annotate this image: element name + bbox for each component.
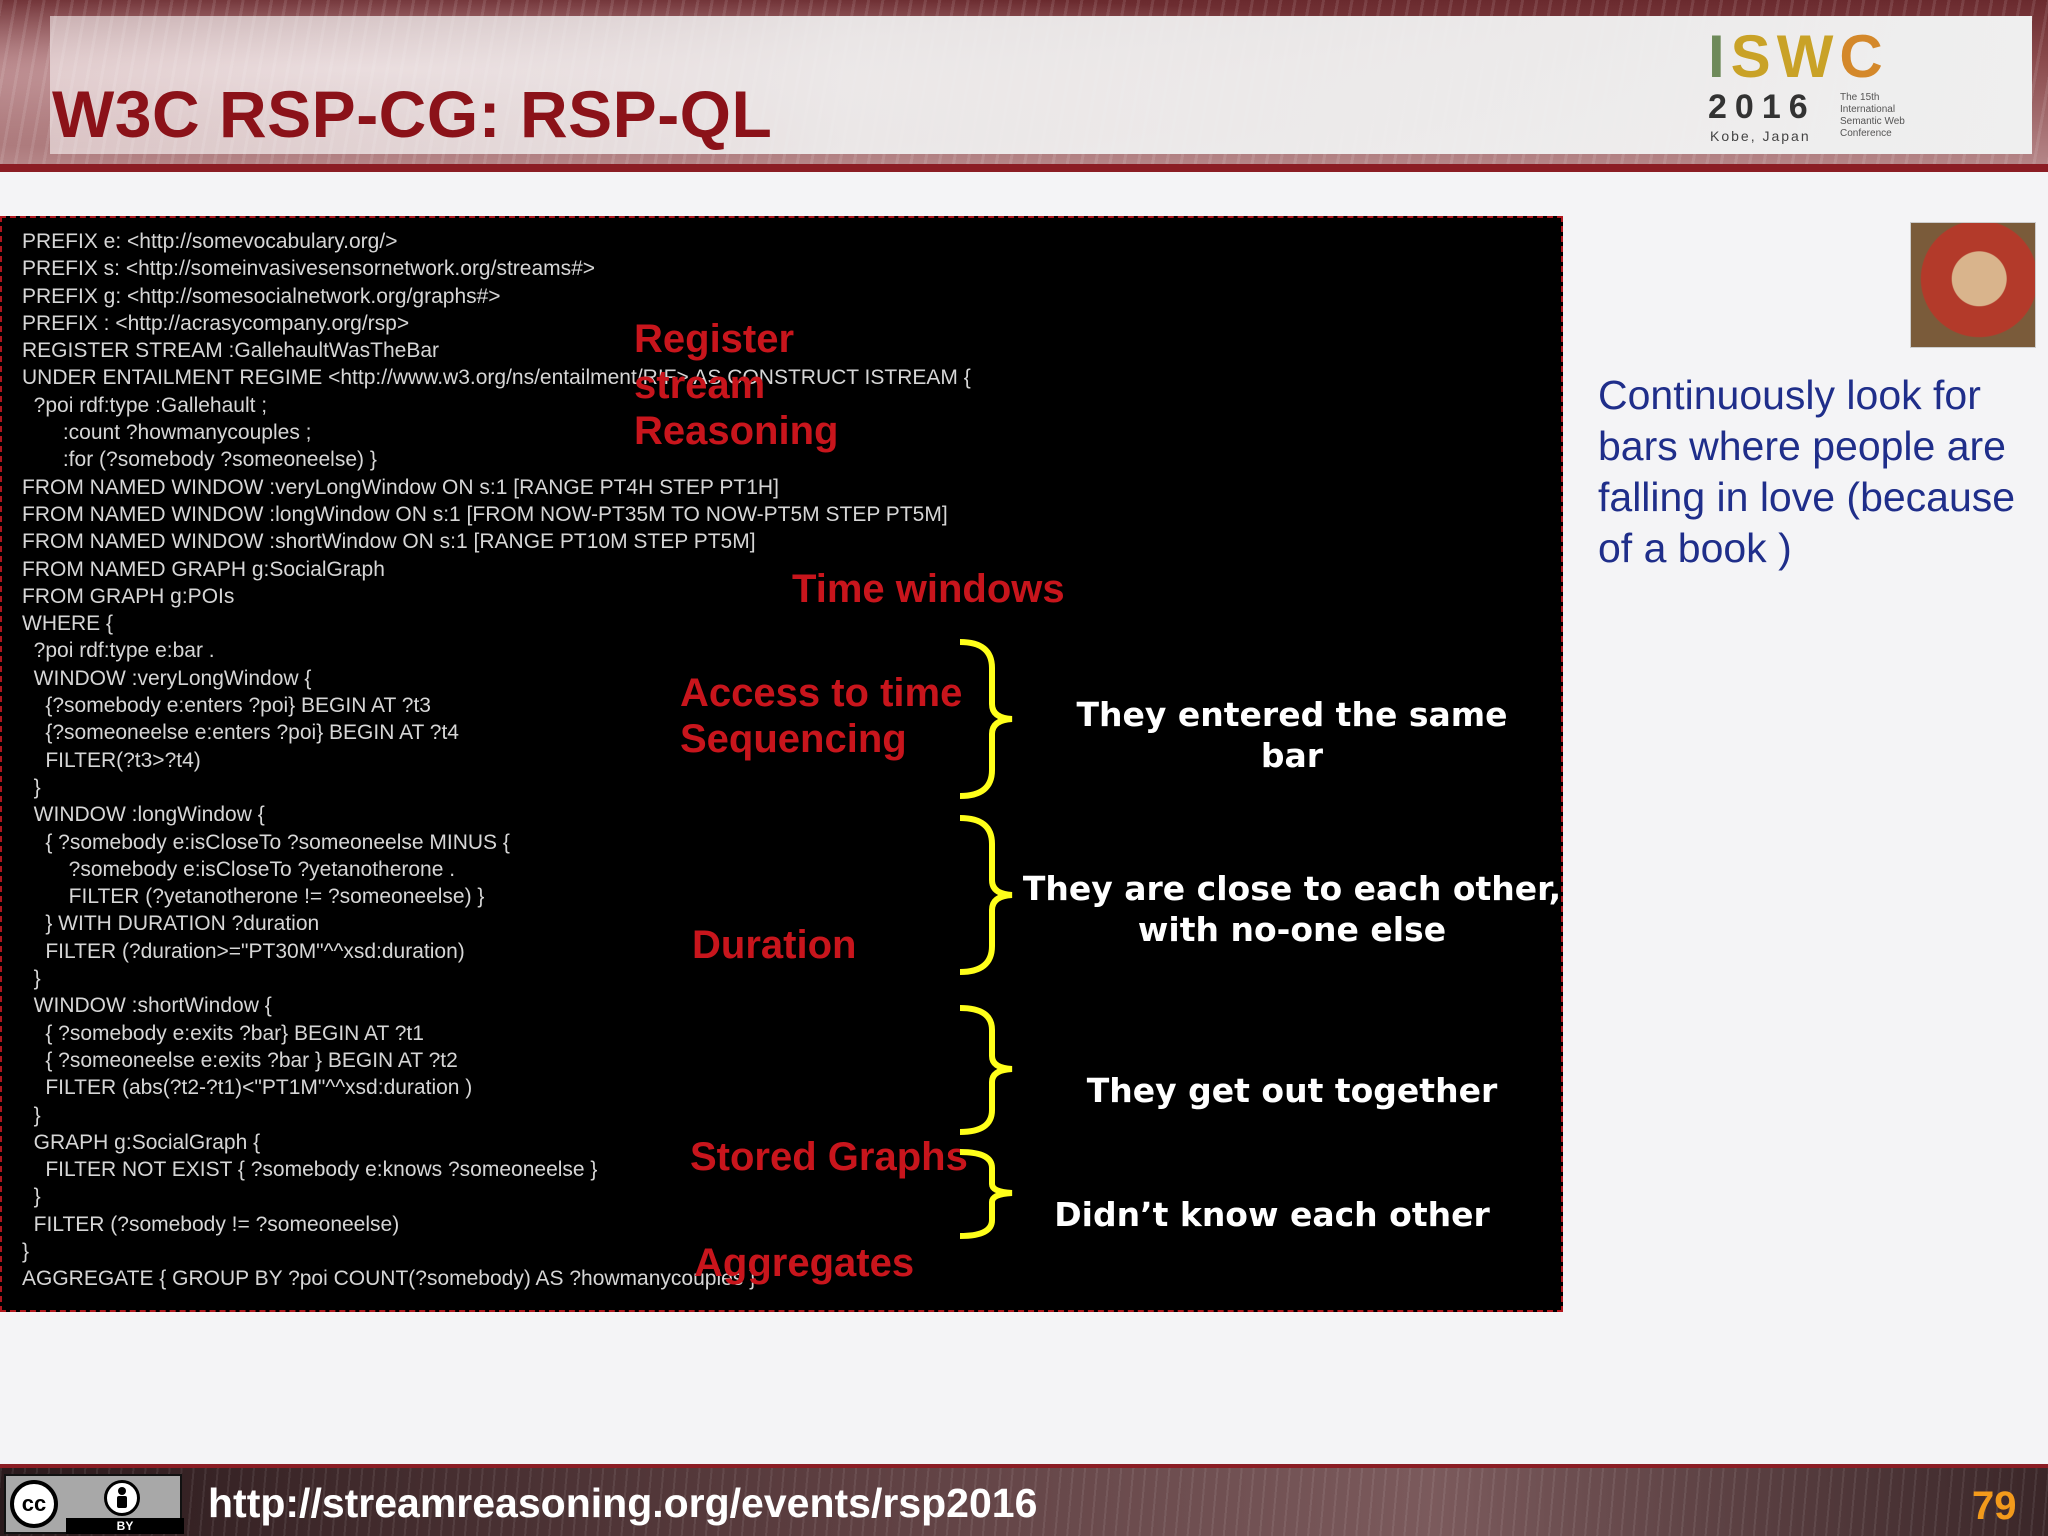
header-divider: [0, 164, 2048, 172]
brace-socialGraph: [959, 1149, 1013, 1239]
logo-letter-c: C: [1839, 23, 1889, 90]
code-line: :count ?howmanycouples ;: [22, 421, 312, 445]
code-line: {?somebody e:enters ?poi} BEGIN AT ?t3: [22, 694, 431, 718]
code-line: FILTER (abs(?t2-?t1)<"PT1M"^^xsd:duratio…: [22, 1076, 473, 1100]
code-line: FROM NAMED WINDOW :veryLongWindow ON s:1…: [22, 475, 779, 499]
code-line: } WITH DURATION ?duration: [22, 912, 320, 936]
brace-shortWindow: [959, 1005, 1013, 1135]
explanation-get-out: They get out together: [1086, 1071, 1498, 1110]
code-line: FILTER(?t3>?t4): [22, 748, 201, 772]
code-line: WINDOW :veryLongWindow {: [22, 666, 312, 690]
code-line: WHERE {: [22, 612, 114, 636]
code-line: ?poi rdf:type :Gallehault ;: [22, 393, 268, 417]
code-line: FILTER (?somebody != ?someoneelse): [22, 1212, 400, 1236]
code-line: ?poi rdf:type e:bar .: [22, 639, 215, 663]
code-line: }: [22, 1185, 41, 1209]
code-line: AGGREGATE { GROUP BY ?poi COUNT(?somebod…: [22, 1267, 757, 1291]
code-line: PREFIX g: <http://somesocialnetwork.org/…: [22, 284, 501, 308]
code-line: PREFIX e: <http://somevocabulary.org/>: [22, 230, 398, 253]
explanation-close-line1: They are close to each other,: [1022, 869, 1562, 908]
code-line: REGISTER STREAM :GallehaultWasTheBar: [22, 339, 440, 363]
code-line: GRAPH g:SocialGraph {: [22, 1130, 261, 1154]
code-line: ?somebody e:isCloseTo ?yetanotherone .: [22, 857, 456, 881]
brace-longWindow: [959, 815, 1013, 975]
code-panel: PREFIX e: <http://somevocabulary.org/> PR…: [0, 216, 1563, 1312]
iswc-logo: ISWC 2016 Kobe, Japan The 15th Internati…: [1700, 22, 1930, 152]
code-line: }: [22, 967, 41, 991]
iswc-logo-place: Kobe, Japan: [1710, 128, 1811, 144]
annotation-duration: Duration: [692, 923, 857, 967]
page-number: 79: [1972, 1484, 2017, 1528]
code-line: PREFIX : <http://acrasycompany.org/rsp>: [22, 311, 410, 335]
rspql-query-code: PREFIX e: <http://somevocabulary.org/> PR…: [22, 228, 971, 1293]
iswc-logo-word: ISWC: [1708, 22, 1889, 91]
annotation-access-to-time: Access to time: [680, 671, 963, 715]
annotation-register: Register: [634, 317, 795, 361]
annotation-stream: stream: [634, 363, 766, 407]
header-panel: [50, 16, 2032, 154]
explanation-close-line2: with no-one else: [1137, 910, 1447, 949]
attribution-person-icon: [104, 1480, 140, 1516]
annotation-aggregates: Aggregates: [694, 1241, 915, 1285]
annotation-reasoning: Reasoning: [634, 409, 839, 453]
code-line: {?someoneelse e:enters ?poi} BEGIN AT ?t…: [22, 721, 459, 745]
logo-letter-s: S: [1730, 23, 1777, 90]
slide-title: W3C RSP-CG: RSP-QL: [52, 77, 773, 151]
code-line: UNDER ENTAILMENT REGIME <http://www.w3.o…: [22, 366, 971, 390]
slide-header: W3C RSP-CG: RSP-QL ISWC 2016 Kobe, Japan…: [0, 0, 2048, 172]
creative-commons-icon: cc: [10, 1480, 58, 1528]
logo-letter-w: W: [1776, 23, 1840, 90]
code-line: FILTER (?yetanotherone != ?someoneelse) …: [22, 885, 485, 909]
annotation-sequencing: Sequencing: [680, 717, 907, 761]
code-line: }: [22, 1103, 41, 1127]
code-line: { ?somebody e:isCloseTo ?someoneelse MIN…: [22, 830, 510, 854]
code-line: { ?somebody e:exits ?bar} BEGIN AT ?t1: [22, 1021, 424, 1045]
annotation-time-windows: Time windows: [792, 567, 1065, 611]
code-line: :for (?somebody ?someoneelse) }: [22, 448, 377, 472]
code-line: FROM NAMED GRAPH g:SocialGraph: [22, 557, 385, 581]
license-by-label: BY: [66, 1518, 184, 1534]
annotation-stored-graphs: Stored Graphs: [690, 1135, 968, 1179]
iswc-logo-year: 2016: [1708, 88, 1816, 126]
side-note: Continuously look for bars where people …: [1598, 372, 2016, 571]
code-line: FILTER (?duration>="PT30M"^^xsd:duration…: [22, 939, 465, 963]
brace-veryLongWindow: [959, 639, 1013, 799]
code-line: FROM NAMED WINDOW :shortWindow ON s:1 [R…: [22, 530, 756, 554]
code-line: FROM GRAPH g:POIs: [22, 584, 235, 608]
code-line: WINDOW :longWindow {: [22, 803, 265, 827]
footer-url-link[interactable]: http://streamreasoning.org/events/rsp201…: [208, 1480, 1038, 1526]
code-line: FILTER NOT EXIST { ?somebody e:knows ?so…: [22, 1158, 598, 1182]
cc-by-license-badge[interactable]: cc BY: [4, 1474, 184, 1534]
code-line: WINDOW :shortWindow {: [22, 994, 272, 1018]
explanation-didnt-know: Didn’t know each other: [1054, 1195, 1490, 1234]
code-line: FROM NAMED WINDOW :longWindow ON s:1 [FR…: [22, 502, 948, 526]
iswc-logo-subtitle: The 15th International Semantic Web Conf…: [1840, 92, 1905, 139]
code-line: }: [22, 775, 41, 799]
slide-footer: cc BY http://streamreasoning.org/events/…: [0, 1464, 2048, 1536]
dante-portrait: [1910, 222, 2036, 348]
code-line: }: [22, 1239, 30, 1263]
explanation-same-bar: They entered the same bar: [1076, 695, 1508, 775]
code-line: PREFIX s: <http://someinvasivesensornetw…: [22, 257, 596, 281]
logo-letter-i: I: [1708, 23, 1731, 90]
code-line: { ?someoneelse e:exits ?bar } BEGIN AT ?…: [22, 1048, 458, 1072]
